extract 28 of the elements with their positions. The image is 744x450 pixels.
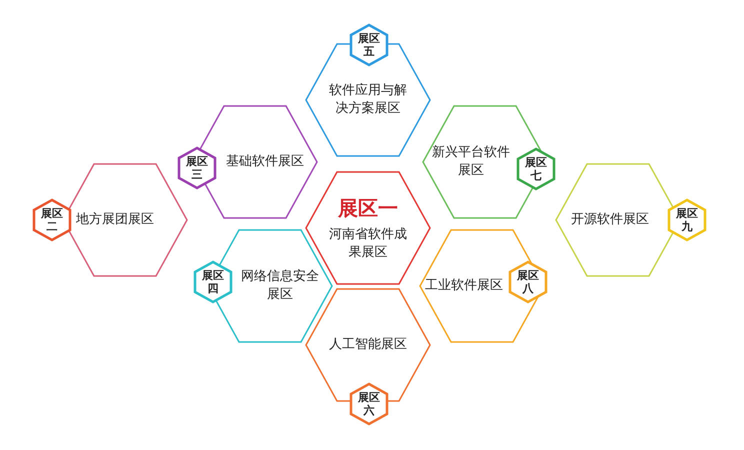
zone-title: 展区一 [336, 195, 399, 222]
badge-label: 展区七 [524, 156, 548, 182]
badge-label: 展区八 [516, 269, 540, 295]
badge-label: 展区六 [357, 391, 381, 417]
zone-label: 软件应用与解决方案展区 [329, 83, 407, 116]
zone-label: 网络信息安全展区 [241, 269, 319, 302]
badge-label: 展区四 [201, 269, 225, 295]
badge-label: 展区二 [40, 207, 64, 233]
zone-label: 河南省软件成果展区 [329, 227, 407, 260]
hexagon [306, 289, 430, 401]
badge-hexagon [351, 384, 387, 424]
badge-hexagon [518, 149, 554, 189]
zone-label: 地方展团展区 [76, 212, 154, 227]
badge-label: 展区九 [675, 207, 699, 233]
badge-hexagon [34, 200, 70, 240]
zone-label: 基础软件展区 [226, 154, 304, 169]
zone-label: 开源软件展区 [571, 212, 649, 227]
badge-label: 展区五 [357, 32, 381, 58]
badge-hexagon [179, 148, 215, 188]
zone-label: 人工智能展区 [329, 337, 407, 352]
zone-label: 工业软件展区 [425, 278, 503, 293]
badge-hexagon [669, 200, 705, 240]
zone-label: 新兴平台软件展区 [432, 145, 510, 178]
badge-hexagon [195, 262, 231, 302]
hexagon [306, 44, 430, 156]
badge-label: 展区三 [185, 155, 209, 181]
badge-hexagon [351, 25, 387, 65]
badge-hexagon [510, 262, 546, 302]
